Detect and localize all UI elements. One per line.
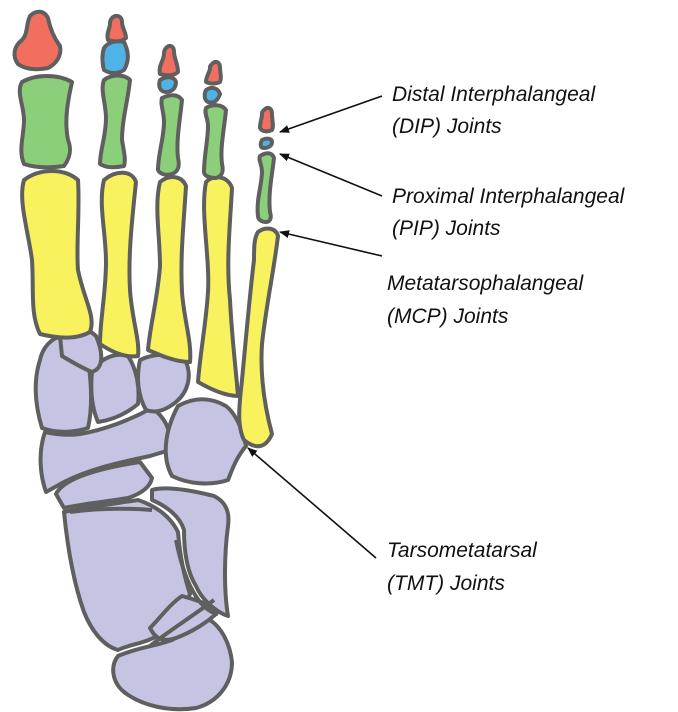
middle-phalanx-5: [261, 139, 272, 148]
label-dip: Distal Interphalangeal (DIP) Joints: [392, 83, 596, 138]
label-mcp: Metatarsophalangeal (MCP) Joints: [387, 272, 584, 328]
fourth-metatarsal-bone: [198, 177, 238, 396]
second-metatarsal-bone: [100, 173, 138, 357]
proximal-phalanx-3: [158, 95, 182, 175]
middle-phalanx-4: [205, 88, 220, 103]
distal-phalanx-5: [260, 108, 273, 131]
label-pip-line2: (PIP) Joints: [392, 217, 501, 240]
joint-labels: Distal Interphalangeal (DIP) Joints Prox…: [387, 83, 626, 595]
label-pip-line1: Proximal Interphalangeal: [392, 185, 626, 208]
fifth-metatarsal-bone: [239, 229, 278, 447]
middle-phalanx-3: [159, 77, 176, 92]
proximal-phalanx-1: [20, 76, 72, 167]
distal-phalanx-1: [15, 12, 61, 69]
pip-arrow: [280, 154, 382, 196]
medial-cuneiform-bone: [166, 399, 246, 483]
distal-phalanx-4: [206, 62, 221, 84]
label-mcp-line2: (MCP) Joints: [387, 305, 509, 328]
proximal-phalanx-4: [204, 105, 226, 178]
middle-phalanx-2: [103, 41, 128, 73]
mcp-arrow: [280, 232, 382, 256]
label-pip: Proximal Interphalangeal (PIP) Joints: [392, 185, 626, 240]
distal-phalanx-3: [160, 46, 178, 75]
third-metatarsal-bone: [148, 177, 190, 362]
label-tmt-line1: Tarsometatarsal: [387, 539, 538, 562]
tmt-arrow: [248, 448, 376, 558]
proximal-phalanx-2: [100, 76, 130, 168]
label-mcp-line1: Metatarsophalangeal: [387, 272, 584, 295]
first-metatarsal-bone: [22, 171, 92, 338]
label-dip-line2: (DIP) Joints: [392, 115, 502, 138]
dip-arrow: [280, 96, 382, 132]
distal-phalanx-2: [107, 16, 126, 41]
proximal-phalanx-5: [258, 153, 274, 222]
label-dip-line1: Distal Interphalangeal: [392, 83, 596, 106]
label-tmt-line2: (TMT) Joints: [387, 572, 505, 595]
label-tmt: Tarsometatarsal (TMT) Joints: [387, 539, 538, 595]
